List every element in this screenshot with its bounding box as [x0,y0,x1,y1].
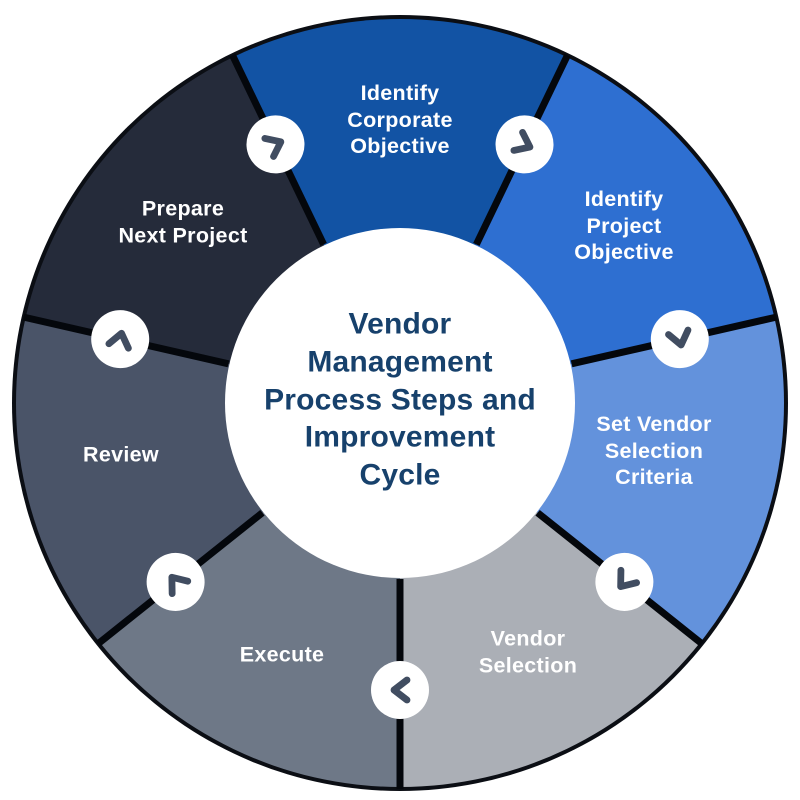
diagram-title-line: Improvement [304,420,496,454]
diagram-title-line: Vendor [348,307,452,341]
diagram-title-line: Management [307,345,493,379]
diagram-title-line: Process Steps and [264,383,536,417]
chevron-icon [510,128,534,154]
diagram-title-line: Cycle [359,458,441,492]
connector-circle [495,115,554,174]
center-circle [225,228,575,578]
chevron-icon [105,329,132,352]
chevron-connector [595,552,654,611]
connector-circle [246,115,305,174]
chevron-icon [617,566,640,591]
chevron-connector [91,310,150,369]
connector-circle [650,310,709,369]
connector-circle [91,310,150,369]
connector-circle [595,552,654,611]
chevron-connector [371,661,429,719]
connector-circle [146,552,205,611]
chevron-connector [246,115,305,174]
chevron-icon [665,326,692,349]
chevron-icon [168,573,192,598]
chevron-connector [495,115,554,174]
chevron-connector [146,552,205,611]
chevron-icon [261,135,285,160]
chevron-connector [650,310,709,369]
chevron-icon [390,676,411,704]
connector-circle [371,661,429,719]
segment-identify-corporate-objective [233,19,567,404]
